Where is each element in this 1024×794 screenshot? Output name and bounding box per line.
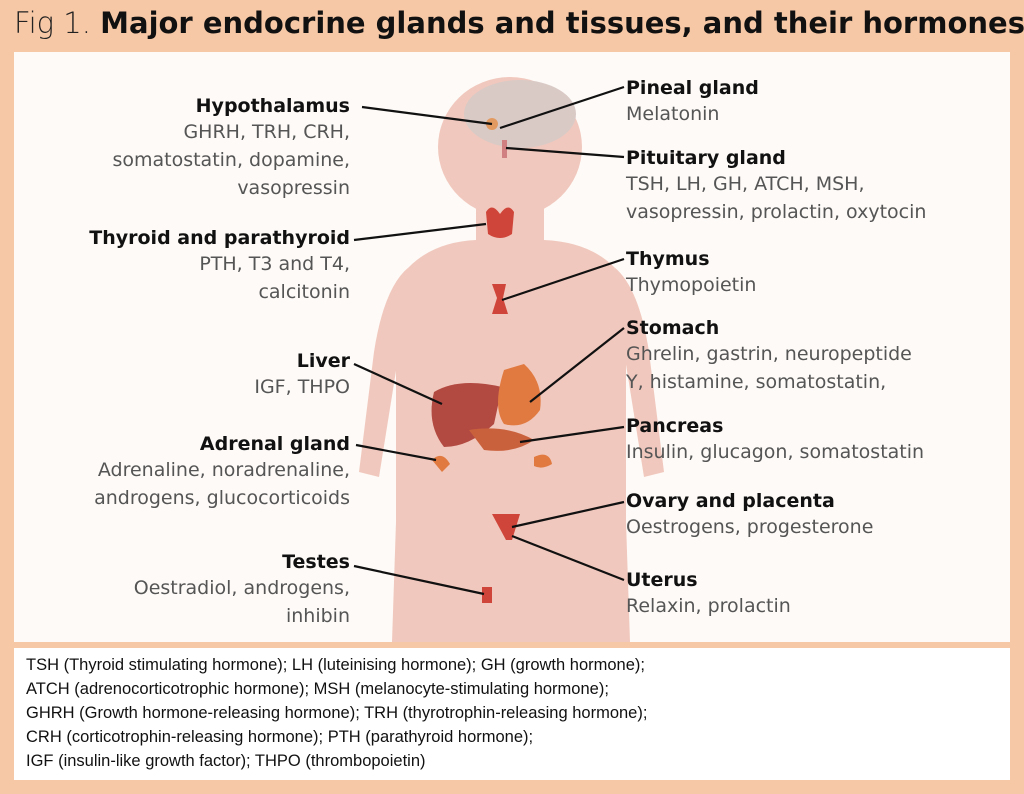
uterus-hormones-line-1: Relaxin, prolactin — [626, 595, 791, 617]
pancreas — [469, 428, 534, 451]
leader-pineal — [499, 85, 625, 130]
diagram-panel: Hypothalamus GHRH, TRH, CRH, somatostati… — [14, 52, 1010, 642]
leader-thymus — [501, 257, 625, 302]
liver-name: Liver — [296, 350, 350, 372]
ovary-label: Ovary and placenta Oestrogens, progester… — [626, 489, 873, 541]
thymus-gland — [492, 284, 508, 314]
leader-pancreas — [519, 425, 625, 444]
footer-line-3: GHRH (Growth hormone-releasing hormone);… — [26, 704, 648, 722]
testis — [482, 587, 492, 603]
figure-title: Fig 1. Major endocrine glands and tissue… — [14, 6, 1024, 40]
adrenal-hormones-line-2: androgens, glucocorticoids — [94, 487, 350, 509]
brain — [464, 80, 576, 148]
footer-line-1: TSH (Thyroid stimulating hormone); LH (l… — [26, 656, 645, 674]
pituitary-name: Pituitary gland — [626, 147, 786, 169]
testes-name: Testes — [282, 551, 350, 573]
hypothalamus-hormones-line-2: somatostatin, dopamine, — [112, 149, 350, 171]
hypothalamus-hormones-line-1: GHRH, TRH, CRH, — [183, 121, 350, 143]
adrenal-hormones-line-1: Adrenaline, noradrenaline, — [97, 459, 350, 481]
ovary-name: Ovary and placenta — [626, 490, 835, 512]
pineal-label: Pineal gland Melatonin — [626, 76, 759, 128]
uterus-name: Uterus — [626, 569, 698, 591]
testes-hormones-line-1: Oestradiol, androgens, — [133, 577, 350, 599]
footer-line-4: CRH (corticotrophin-releasing hormone); … — [26, 728, 534, 746]
pituitary-hormones-line-2: vasopressin, prolactin, oxytocin — [626, 201, 927, 223]
pineal-name: Pineal gland — [626, 77, 759, 99]
thymus-name: Thymus — [626, 248, 710, 270]
pancreas-hormones-line-1: Insulin, glucagon, somatostatin — [626, 441, 925, 463]
body-silhouette — [359, 77, 664, 642]
adrenal-gland — [432, 455, 450, 472]
ovary-hormones-line-1: Oestrogens, progesterone — [626, 516, 874, 538]
thymus-hormones-line-1: Thymopoietin — [626, 274, 757, 296]
abbreviations-footer: TSH (Thyroid stimulating hormone); LH (l… — [14, 648, 1010, 780]
leader-testes — [353, 564, 485, 596]
uterus-label: Uterus Relaxin, prolactin — [626, 568, 791, 620]
pituitary-label: Pituitary gland TSH, LH, GH, ATCH, MSH, … — [626, 146, 926, 226]
figure-number: Fig 1. — [14, 6, 91, 40]
footer-line-5: IGF (insulin-like growth factor); THPO (… — [26, 752, 426, 770]
leader-stomach — [529, 327, 625, 403]
thyroid-hormones-line-2: calcitonin — [258, 281, 350, 303]
testes-hormones-line-2: inhibin — [285, 605, 350, 627]
hypothalamus-label: Hypothalamus GHRH, TRH, CRH, somatostati… — [112, 94, 350, 202]
leader-hypothalamus — [361, 105, 493, 126]
hypothalamus-hormones-line-3: vasopressin — [237, 177, 350, 199]
leader-uterus — [511, 534, 625, 582]
organs — [431, 118, 552, 603]
testes-label: Testes Oestradiol, androgens, inhibin — [134, 550, 350, 630]
thyroid-name: Thyroid and parathyroid — [89, 227, 350, 249]
pituitary-gland — [502, 140, 507, 158]
leader-lines — [353, 85, 625, 596]
pituitary-hormones-line-1: TSH, LH, GH, ATCH, MSH, — [626, 173, 865, 195]
stomach-hormones-line-2: Y, histamine, somatostatin, — [626, 371, 887, 393]
leader-adrenal — [355, 443, 437, 462]
kidney — [534, 454, 552, 468]
leader-thyroid — [353, 222, 487, 242]
adrenal-name: Adrenal gland — [199, 433, 350, 455]
leader-pituitary — [505, 146, 625, 159]
liver-label: Liver IGF, THPO — [254, 349, 350, 401]
stomach-hormones-line-1: Ghrelin, gastrin, neuropeptide — [626, 343, 912, 365]
liver-hormones-line-1: IGF, THPO — [254, 376, 350, 398]
footer-line-2: ATCH (adrenocorticotrophic hormone); MSH… — [26, 680, 609, 698]
thyroid-hormones-line-1: PTH, T3 and T4, — [199, 253, 350, 275]
stomach-name: Stomach — [626, 317, 720, 339]
thyroid-gland — [486, 207, 514, 238]
figure-heading: Major endocrine glands and tissues, and … — [100, 6, 1024, 40]
leader-ovary — [511, 500, 625, 529]
pancreas-name: Pancreas — [626, 415, 724, 437]
hypothalamus-name: Hypothalamus — [195, 95, 350, 117]
pancreas-label: Pancreas Insulin, glucagon, somatostatin — [626, 414, 924, 466]
stomach — [498, 364, 541, 426]
leader-liver — [353, 362, 443, 406]
pineal-hormones-line-1: Melatonin — [626, 103, 720, 125]
stomach-label: Stomach Ghrelin, gastrin, neuropeptide Y… — [626, 316, 912, 396]
uterus — [492, 514, 520, 540]
body-diagram — [353, 77, 664, 642]
thymus-label: Thymus Thymopoietin — [626, 247, 756, 299]
thyroid-label: Thyroid and parathyroid PTH, T3 and T4, … — [89, 226, 350, 306]
adrenal-label: Adrenal gland Adrenaline, noradrenaline,… — [94, 432, 350, 512]
